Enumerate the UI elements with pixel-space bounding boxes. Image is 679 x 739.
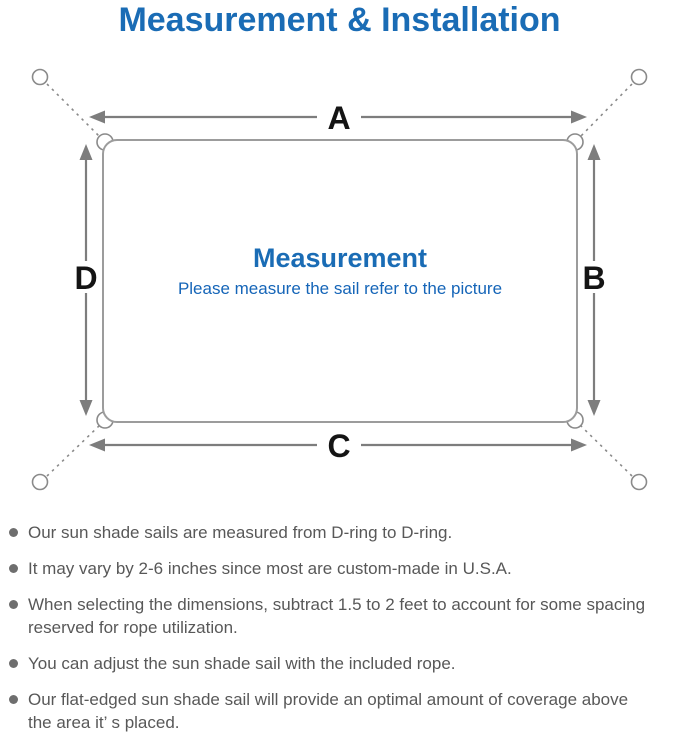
dimension-label-b: B	[582, 260, 605, 296]
list-item-text: Our sun shade sails are measured from D-…	[28, 523, 453, 542]
list-item: Our flat-edged sun shade sail will provi…	[9, 688, 657, 734]
dimension-arrow-d	[79, 144, 93, 416]
measurement-heading: Measurement	[252, 243, 428, 273]
dimension-label-a: A	[327, 100, 350, 136]
dimension-arrow-b	[587, 144, 601, 416]
tension-rope-line	[579, 83, 633, 138]
sail-measurement-diagram: A B C D	[31, 68, 648, 491]
bullet-icon	[9, 659, 18, 668]
dimension-label-c: C	[327, 428, 350, 464]
list-item: When selecting the dimensions, subtract …	[9, 593, 657, 639]
anchor-point-icon	[630, 473, 648, 491]
page-title: Measurement & Installation	[118, 1, 561, 39]
list-item-text: When selecting the dimensions, subtract …	[28, 595, 646, 637]
tension-rope-line	[46, 83, 101, 138]
bullet-icon	[9, 564, 18, 573]
tension-rope-line	[579, 424, 633, 477]
list-item-text: It may vary by 2-6 inches since most are…	[28, 559, 512, 578]
list-item-text: Our flat-edged sun shade sail will provi…	[28, 690, 629, 732]
measurement-subtitle: Please measure the sail refer to the pic…	[177, 279, 503, 298]
list-item: Our sun shade sails are measured from D-…	[9, 521, 657, 544]
anchor-point-icon	[630, 68, 648, 86]
shade-sail-outline	[102, 139, 578, 423]
bullet-icon	[9, 528, 18, 537]
dimension-arrow-c	[89, 438, 587, 452]
list-item: It may vary by 2-6 inches since most are…	[9, 557, 657, 580]
dimension-arrow-a	[89, 110, 587, 124]
tension-rope-line	[46, 424, 101, 477]
anchor-point-icon	[31, 473, 49, 491]
list-item: You can adjust the sun shade sail with t…	[9, 652, 657, 675]
dimension-label-d: D	[74, 260, 97, 296]
anchor-point-icon	[31, 68, 49, 86]
bullet-icon	[9, 695, 18, 704]
measurement-callout: Measurement Please measure the sail refe…	[103, 243, 577, 299]
bullet-icon	[9, 600, 18, 609]
list-item-text: You can adjust the sun shade sail with t…	[28, 654, 456, 673]
instructions-list: Our sun shade sails are measured from D-…	[9, 521, 657, 739]
